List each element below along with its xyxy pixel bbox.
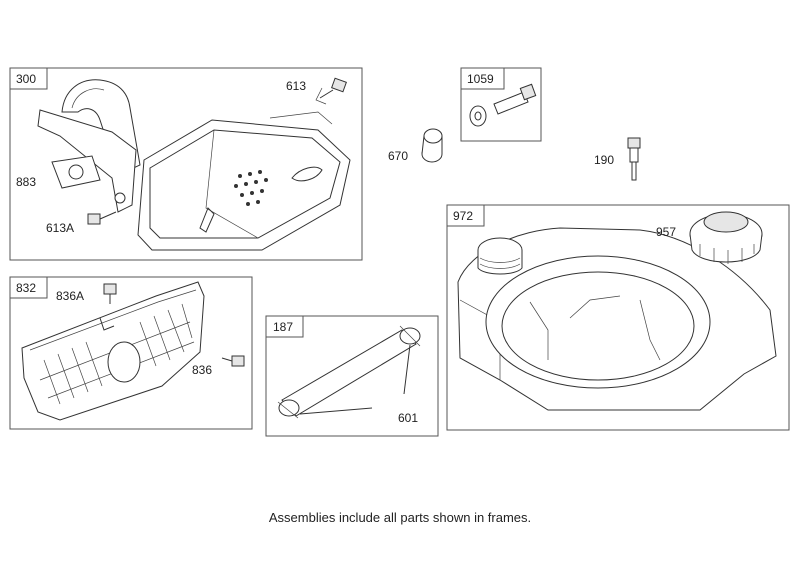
frame-832-tag xyxy=(9,276,48,299)
shield-top-edge xyxy=(29,289,197,351)
leader-601-a xyxy=(299,407,373,415)
label-613: 613 xyxy=(286,79,306,93)
tank-inner-ribs xyxy=(529,295,661,361)
kit-bolt-head xyxy=(519,83,537,101)
label-836: 836 xyxy=(192,363,212,377)
label-613A: 613A xyxy=(46,221,74,235)
frame-1059-tag xyxy=(460,67,505,90)
frame-972-border xyxy=(446,204,790,431)
frame-972-label: 972 xyxy=(453,209,473,223)
frame-300-border xyxy=(9,67,363,261)
kit-bolt-shank xyxy=(493,91,529,115)
muffler-vent-dots xyxy=(234,170,268,206)
stud-190: 190 xyxy=(594,137,641,181)
spacer-670: 670 xyxy=(388,128,443,163)
frame-300-tag xyxy=(9,67,48,90)
leader-601-b xyxy=(403,344,411,395)
frame-1059-kit: 1059 xyxy=(460,67,542,142)
fuel-hose-601 xyxy=(281,329,417,417)
frame-972-tank: 972 957 xyxy=(446,204,790,431)
bracket-hole xyxy=(114,192,126,204)
pipe-highlight xyxy=(71,88,105,109)
screw-836 xyxy=(221,355,245,367)
frame-187-hose: 187 601 xyxy=(265,315,439,437)
frame-832-border xyxy=(9,276,253,430)
tank-ring-inner xyxy=(501,271,695,381)
label-883: 883 xyxy=(16,175,36,189)
muffler-emblem xyxy=(199,207,215,233)
label-190: 190 xyxy=(594,153,614,167)
muffler-edge xyxy=(205,129,259,239)
frame-187-border xyxy=(265,315,439,437)
screw-836A xyxy=(103,283,117,304)
clamp-ear-lower xyxy=(277,401,299,419)
frame-972-tag xyxy=(446,204,485,227)
frame-187-tag xyxy=(265,315,304,338)
muffler-mounting-bracket xyxy=(37,109,137,213)
label-957: 957 xyxy=(656,225,676,239)
muffler-top-flange xyxy=(269,111,333,125)
gasket-hole xyxy=(68,164,84,180)
frame-300-label: 300 xyxy=(16,72,36,86)
frame-187-label: 187 xyxy=(273,320,293,334)
washer-hole xyxy=(474,111,482,121)
label-670: 670 xyxy=(388,149,408,163)
filler-thread-lines xyxy=(479,257,521,269)
label-836A: 836A xyxy=(56,289,84,303)
tank-filler-threads xyxy=(477,250,523,275)
frame-300-muffler: 300 xyxy=(9,67,363,261)
frame-1059-label: 1059 xyxy=(467,72,494,86)
clamp-ear-upper xyxy=(399,325,421,347)
label-601: 601 xyxy=(398,411,418,425)
muffler-logo xyxy=(291,166,323,182)
screw-613A xyxy=(87,211,117,225)
footnote: Assemblies include all parts shown in fr… xyxy=(268,510,532,525)
shield-mount-tab xyxy=(99,317,115,331)
shield-center-hole xyxy=(107,341,141,383)
fuel-cap-957 xyxy=(689,211,763,264)
frame-832-guard: 832 836A 836 xyxy=(9,276,253,430)
frame-832-label: 832 xyxy=(16,281,36,295)
hose-clamp-lower xyxy=(278,399,300,417)
screw-613 xyxy=(315,77,347,105)
